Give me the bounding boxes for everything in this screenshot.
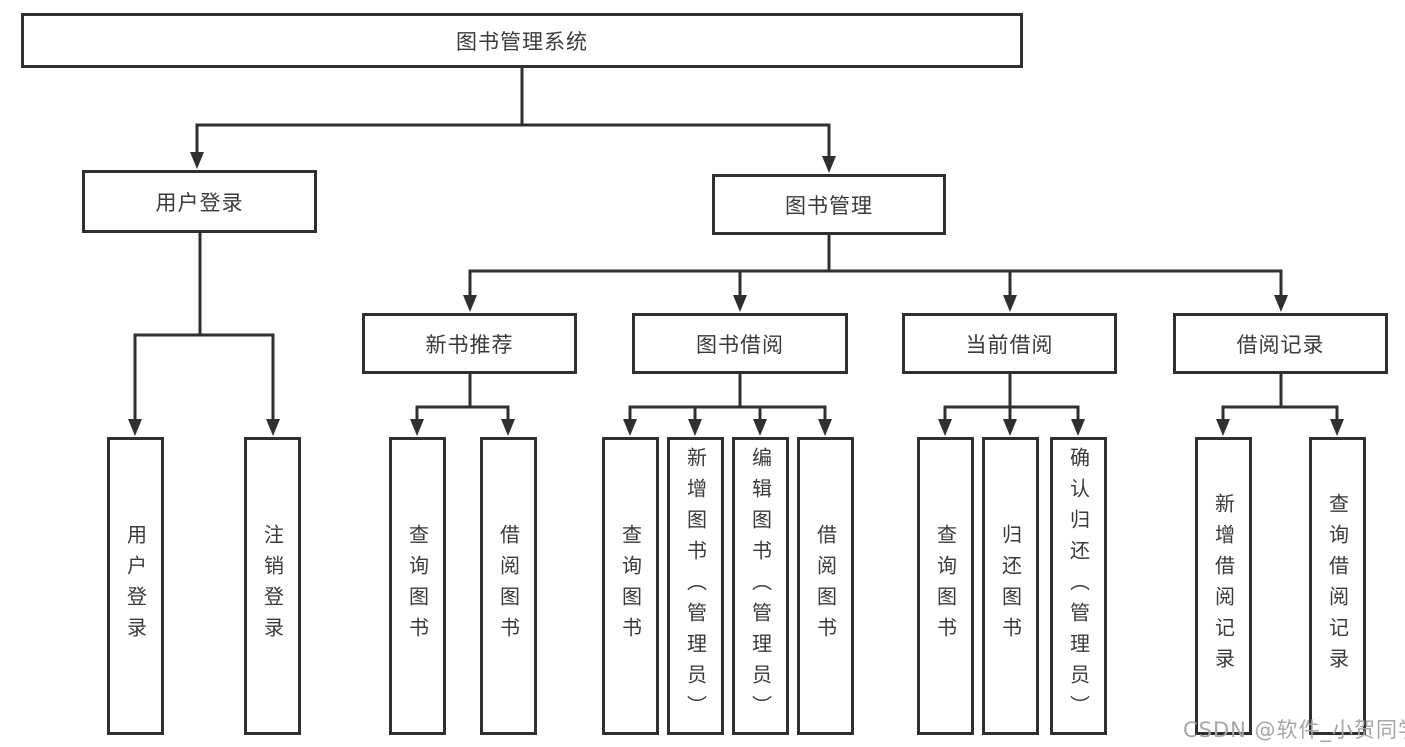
connector-lines xyxy=(133,66,1339,423)
leaf-query-borrow-record: 查询借阅记录 xyxy=(1309,437,1366,735)
leaf-user-login: 用户登录 xyxy=(107,437,164,735)
node-book-management-label: 图书管理 xyxy=(785,193,873,218)
watermark: CSDN @软件_小贺同学 xyxy=(1183,718,1405,742)
node-root: 图书管理系统 xyxy=(21,13,1023,68)
node-new-book-recommendation-label: 新书推荐 xyxy=(425,332,514,357)
node-book-management: 图书管理 xyxy=(712,174,946,235)
node-current-borrowing-label: 当前借阅 xyxy=(965,332,1054,357)
node-borrowing-records-label: 借阅记录 xyxy=(1236,332,1325,357)
node-new-book-recommendation: 新书推荐 xyxy=(362,313,577,374)
node-borrowing-records: 借阅记录 xyxy=(1173,313,1388,374)
leaf-borrow-books-borrowing: 借阅图书 xyxy=(797,437,854,735)
leaf-confirm-return-admin: 确认归还（管理员） xyxy=(1050,437,1107,735)
leaf-confirm-return-admin-label: 确认归还（管理员） xyxy=(1066,446,1091,726)
node-user-login: 用户登录 xyxy=(82,170,317,233)
leaf-query-books-current-label: 查询图书 xyxy=(933,524,958,648)
leaf-query-books-recommend-label: 查询图书 xyxy=(405,524,430,648)
leaf-edit-books-admin-label: 编辑图书（管理员） xyxy=(748,446,773,726)
leaf-edit-books-admin: 编辑图书（管理员） xyxy=(732,437,789,735)
leaf-query-borrow-record-label: 查询借阅记录 xyxy=(1325,493,1350,679)
leaf-logout-label: 注销登录 xyxy=(260,524,285,648)
node-user-login-label: 用户登录 xyxy=(155,190,244,215)
leaf-return-books: 归还图书 xyxy=(982,437,1039,735)
leaf-query-books-recommend: 查询图书 xyxy=(389,437,446,735)
leaf-borrow-books-borrowing-label: 借阅图书 xyxy=(813,524,838,648)
leaf-add-borrow-record-label: 新增借阅记录 xyxy=(1211,493,1236,679)
leaf-borrow-books-recommend-label: 借阅图书 xyxy=(496,524,521,648)
leaf-add-borrow-record: 新增借阅记录 xyxy=(1195,437,1252,735)
leaf-query-books-borrowing-label: 查询图书 xyxy=(618,524,643,648)
leaf-add-books-admin: 新增图书（管理员） xyxy=(667,437,724,735)
leaf-return-books-label: 归还图书 xyxy=(998,524,1023,648)
leaf-query-books-borrowing: 查询图书 xyxy=(602,437,659,735)
node-root-label: 图书管理系统 xyxy=(456,29,588,54)
leaf-borrow-books-recommend: 借阅图书 xyxy=(480,437,537,735)
node-book-borrowing-label: 图书借阅 xyxy=(696,332,784,357)
leaf-user-login-label: 用户登录 xyxy=(123,524,148,648)
node-current-borrowing: 当前借阅 xyxy=(902,313,1117,374)
node-book-borrowing: 图书借阅 xyxy=(632,313,848,374)
leaf-logout: 注销登录 xyxy=(244,437,301,735)
arrowheads xyxy=(128,152,1344,436)
leaf-query-books-current: 查询图书 xyxy=(917,437,974,735)
leaf-add-books-admin-label: 新增图书（管理员） xyxy=(683,446,708,726)
